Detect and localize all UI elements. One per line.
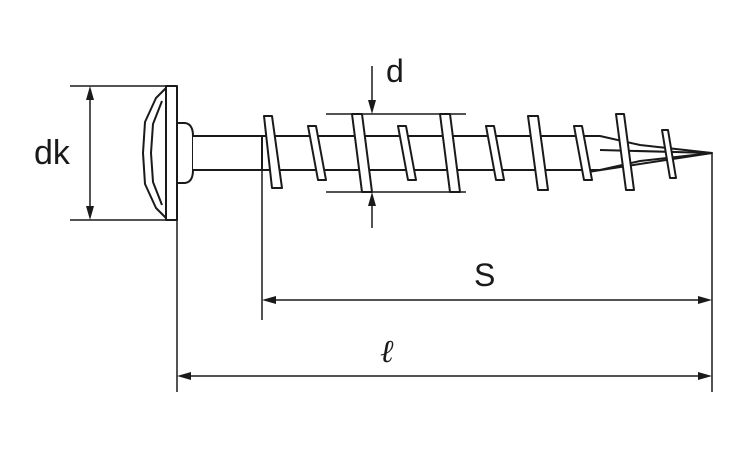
thread-core: [261, 135, 713, 171]
neck-collar: [176, 122, 194, 184]
head-dome-inner: [150, 100, 163, 206]
s-arrow-left: [262, 296, 276, 304]
washer-flange: [165, 85, 178, 221]
tip-line-lower: [587, 152, 713, 173]
shank-body: [193, 135, 269, 171]
d-arrow-top: [368, 100, 376, 114]
dk-label: dk: [34, 134, 71, 172]
thread-crest: [263, 115, 283, 189]
l-label: ℓ: [380, 333, 394, 369]
dk-arrow-bottom: [86, 206, 94, 220]
l-arrow-left: [177, 372, 191, 380]
thread-crest: [307, 125, 327, 181]
l-arrow-right: [698, 372, 712, 380]
d-arrow-bottom: [368, 192, 376, 206]
arrowheads: [86, 86, 712, 380]
thread-crest: [485, 125, 505, 181]
threaded-body: [261, 113, 713, 193]
dk-arrow-top: [86, 86, 94, 100]
thread-crest: [615, 113, 635, 191]
thread-crest: [661, 129, 677, 179]
screw-head: [142, 85, 194, 221]
d-label: d: [386, 53, 404, 89]
thread-crest: [573, 125, 593, 181]
s-label: S: [474, 257, 495, 293]
s-arrow-right: [698, 296, 712, 304]
tip-line-upper: [599, 149, 713, 154]
screw-shank: [193, 135, 269, 171]
head-dome: [142, 87, 167, 219]
thread-crest: [527, 115, 549, 191]
thread-crest: [397, 125, 417, 181]
